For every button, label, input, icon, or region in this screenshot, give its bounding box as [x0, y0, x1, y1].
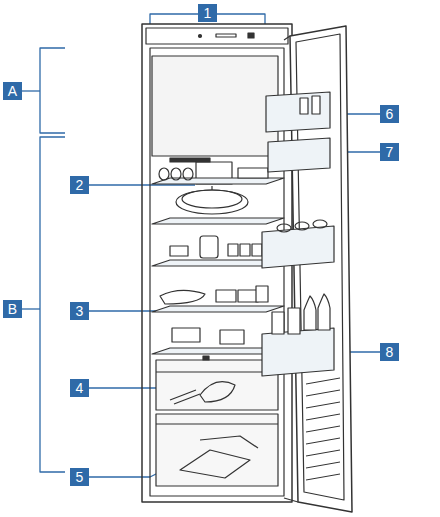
callout-number: 2 — [70, 176, 89, 194]
callout-number: A — [3, 82, 22, 100]
callout-number: 4 — [70, 379, 89, 397]
callout-number: 8 — [380, 343, 399, 361]
callout-number: B — [3, 300, 22, 318]
callout-number: 3 — [70, 302, 89, 320]
callout-number: 5 — [70, 468, 89, 486]
callout-number: 6 — [380, 105, 399, 123]
callout-number: 7 — [380, 143, 399, 161]
callout-number: 1 — [198, 4, 217, 22]
